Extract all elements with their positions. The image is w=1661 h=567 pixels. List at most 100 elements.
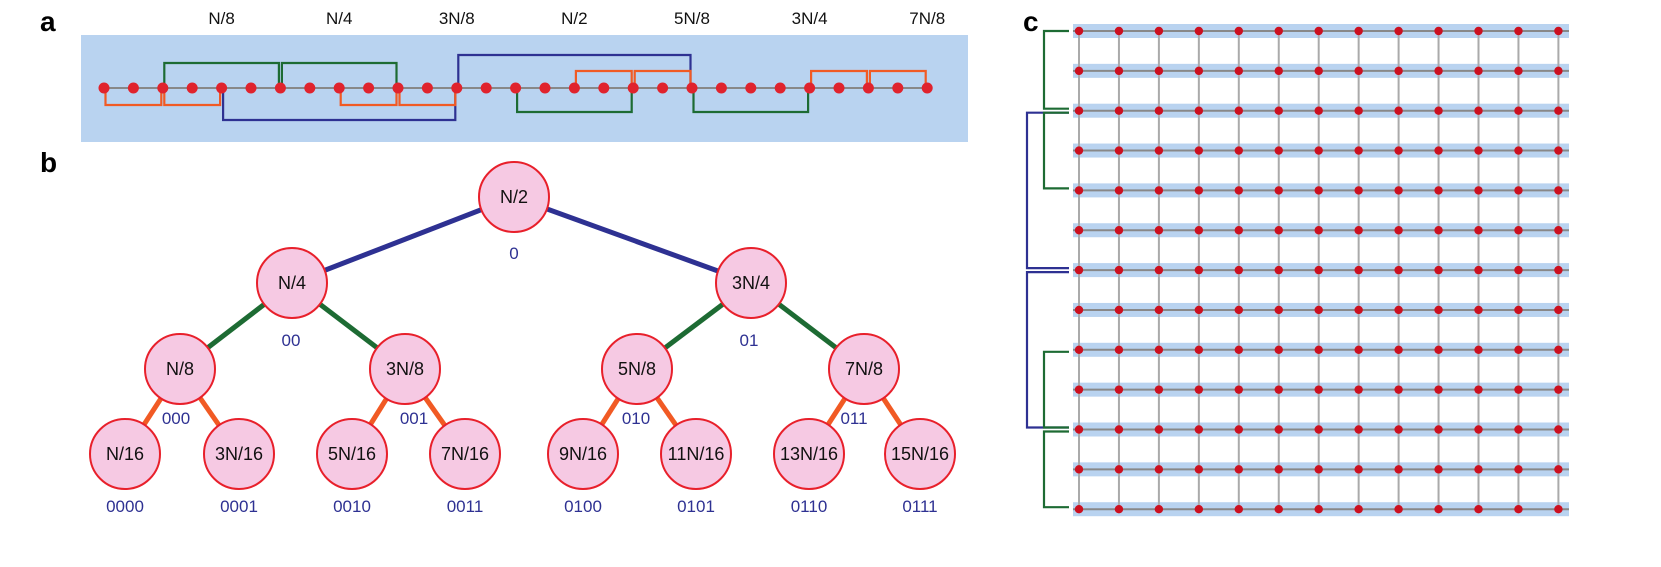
panel-b-node-code: 0010 [333, 497, 371, 516]
panel-a-dot [304, 82, 316, 94]
panel-c-dot [1394, 26, 1403, 36]
panel-c-dot [1514, 345, 1523, 354]
panel-a-top-label: 3N/4 [792, 9, 828, 28]
panel-a-dot [98, 82, 110, 94]
panel-c-dot [1314, 66, 1323, 76]
panel-c-dot [1314, 385, 1323, 394]
panel-c-dot [1194, 186, 1204, 195]
panel-c-bracket [1042, 111, 1069, 190]
panel-c-dot [1474, 66, 1483, 76]
panel-b-node-code: 01 [740, 331, 759, 350]
panel-b-node-level3 [660, 418, 732, 490]
panel-a-dot [745, 82, 757, 94]
panel-c-dot [1274, 146, 1283, 155]
panel-c-dot [1234, 106, 1244, 115]
panel-c-dot [1394, 465, 1403, 474]
panel-c-dot [1314, 106, 1323, 115]
panel-b-node-label: 3N/16 [215, 444, 263, 464]
panel-c-dot [1154, 66, 1164, 76]
panel-c-dot [1074, 385, 1084, 394]
panel-c-dot [1514, 66, 1523, 76]
panel-c-dot [1234, 186, 1244, 195]
panel-c-dot [1274, 425, 1283, 434]
panel-c-dot [1474, 425, 1483, 434]
panel-c-dot [1514, 26, 1523, 36]
panel-c-dots [1074, 26, 1563, 514]
panel-c-dot [1074, 26, 1084, 36]
panel-c-bracket [1025, 111, 1069, 270]
panel-c-dot [1514, 186, 1523, 195]
panel-c-dot [1314, 26, 1323, 36]
panel-c-dot [1274, 26, 1283, 36]
panel-c-dot [1514, 265, 1523, 275]
panel-c-dot [1074, 66, 1084, 76]
panel-b-node-code: 0011 [447, 497, 484, 516]
panel-c-dot [1474, 345, 1483, 354]
panel-a-dot [392, 82, 404, 94]
panel-c-dot [1234, 226, 1244, 235]
panel-c-dot [1394, 425, 1403, 434]
panel-c-dot [1474, 265, 1483, 275]
panel-a-dot [598, 82, 610, 94]
panel-c-dot [1114, 305, 1124, 315]
panel-b-edge [513, 194, 752, 286]
panel-c-dot [1274, 226, 1283, 235]
panel-c-dot [1234, 345, 1244, 354]
panel-b-node-code: 010 [622, 409, 650, 428]
panel-c-dot [1314, 305, 1323, 315]
panel-c-dot [1074, 265, 1084, 275]
panel-a-dot [539, 82, 551, 94]
panel-b-node-level2 [369, 333, 441, 405]
panel-a-top-label: N/2 [561, 9, 587, 28]
panel-c-dot [1554, 186, 1563, 195]
panel-c-dot [1354, 106, 1363, 115]
panel-c-bracket [1025, 271, 1069, 429]
panel-c-dot [1274, 505, 1283, 514]
panel-c-dot [1474, 505, 1483, 514]
panel-c-dot [1114, 186, 1124, 195]
panel-c-dot [1474, 146, 1483, 155]
panel-a-dot [245, 82, 257, 94]
panel-c-dot [1234, 66, 1244, 76]
panel-c-dot [1554, 505, 1563, 514]
panel-c-dot [1314, 425, 1323, 434]
panel-c-dot [1474, 226, 1483, 235]
panel-c-dot [1314, 345, 1323, 354]
panel-b-node-label: 9N/16 [559, 444, 607, 464]
panel-c-dot [1554, 226, 1563, 235]
panel-c-dot [1394, 226, 1403, 235]
panel-c-dot [1354, 465, 1363, 474]
panel-b-node-label: 3N/4 [732, 273, 770, 293]
panel-b-node-label: 7N/8 [845, 359, 883, 379]
panel-c-dot [1194, 505, 1204, 514]
panel-b-binary-tree: N/20N/4003N/401N/80003N/80015N/80107N/80… [89, 161, 956, 516]
panel-b-node-label: 15N/16 [891, 444, 949, 464]
panel-b-node-level3 [429, 418, 501, 490]
panel-a-dot [892, 82, 904, 94]
panel-c-dot [1074, 505, 1084, 514]
panel-a-bracket [516, 92, 633, 114]
panel-c-dot [1354, 505, 1363, 514]
panel-c-dot [1354, 305, 1363, 315]
panel-c-dot [1154, 385, 1164, 394]
panel-b-node-code: 0 [509, 244, 518, 263]
panel-c-bracket [1042, 430, 1069, 509]
panel-c-dot [1154, 226, 1164, 235]
panel-c-dot [1354, 226, 1363, 235]
panel-b-node-code: 011 [840, 409, 867, 428]
panel-c-dot [1074, 146, 1084, 155]
panel-c-dot [1434, 265, 1443, 275]
panel-c-dot [1274, 66, 1283, 76]
panel-c-dot [1074, 186, 1084, 195]
panel-c-dot [1274, 305, 1283, 315]
panel-b-node-code: 0111 [902, 497, 937, 516]
panel-c-dot [1474, 26, 1483, 36]
panel-c-dot [1474, 305, 1483, 315]
panel-c-dot [1114, 465, 1124, 474]
panel-c-dot [1394, 146, 1403, 155]
panel-b-nodes: N/20N/4003N/401N/80003N/80015N/80107N/80… [89, 161, 956, 516]
panel-c-dot [1194, 106, 1204, 115]
panel-c-dot [1394, 385, 1403, 394]
